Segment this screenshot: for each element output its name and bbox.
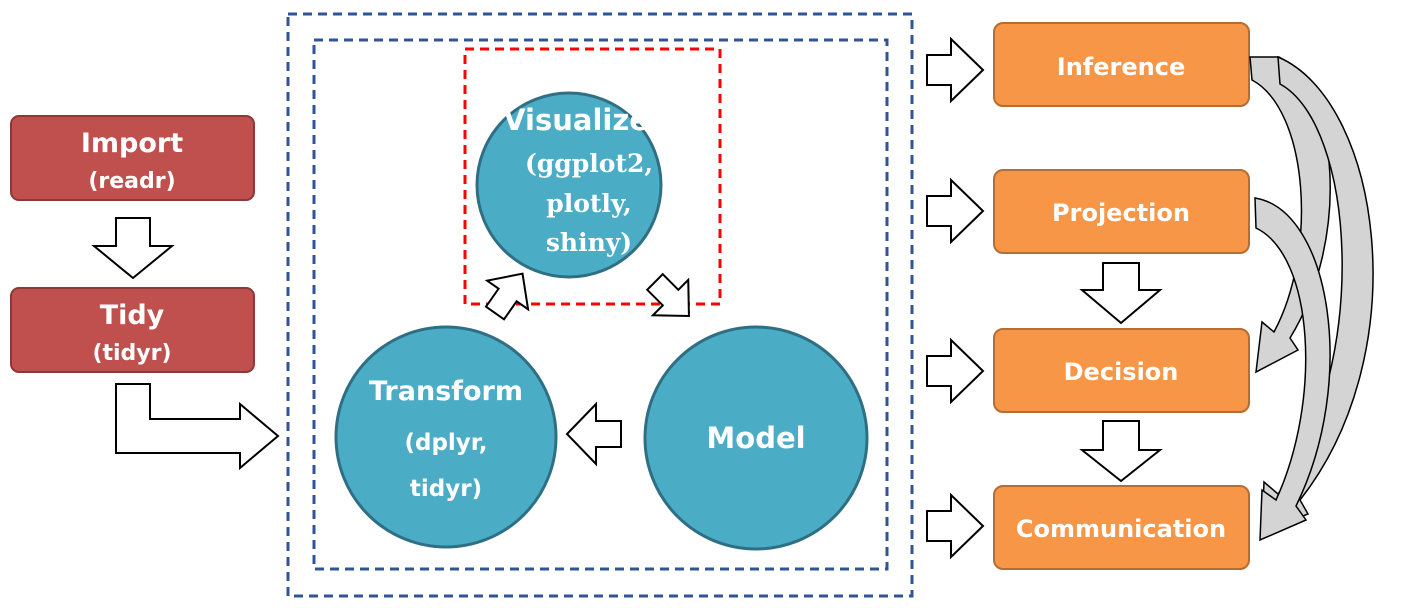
inference-label: Inference xyxy=(1057,53,1185,81)
projection-box: Projection xyxy=(993,169,1250,254)
decision-label: Decision xyxy=(1064,358,1179,386)
visualize-focus-frame xyxy=(463,47,722,306)
outer-dashed-frame xyxy=(286,12,914,598)
tidy-box: Tidy (tidyr) xyxy=(10,287,255,373)
visualize-tool-3: shiny) xyxy=(546,228,632,257)
projection-label: Projection xyxy=(1052,199,1190,227)
tidy-to-workflow-arrow xyxy=(115,383,280,471)
projection-to-decision-arrow xyxy=(1079,262,1163,325)
import-box: Import (readr) xyxy=(10,115,255,201)
to-inference-arrow xyxy=(926,36,985,104)
communication-box: Communication xyxy=(993,485,1250,570)
transform-tool-2: tidyr) xyxy=(410,476,482,502)
import-title: Import xyxy=(81,128,183,159)
inner-dashed-frame xyxy=(312,38,889,571)
to-decision-arrow xyxy=(926,337,985,405)
model-circle: Model xyxy=(643,325,869,551)
inference-box: Inference xyxy=(993,22,1250,107)
transform-tool-1: (dplyr, xyxy=(404,430,487,456)
model-title: Model xyxy=(706,421,805,455)
transform-to-visualize-arrow xyxy=(484,272,530,321)
projection-to-communication-curve xyxy=(1254,197,1331,542)
to-communication-arrow xyxy=(926,492,985,560)
visualize-tool-2: plotly, xyxy=(546,189,632,218)
transform-circle: Transform (dplyr, tidyr) xyxy=(334,325,558,549)
visualize-title: Visualize xyxy=(503,103,649,137)
visualize-circle: Visualize (ggplot2, plotly, shiny) xyxy=(475,91,663,279)
communication-label: Communication xyxy=(1016,515,1226,543)
decision-box: Decision xyxy=(993,328,1250,413)
decision-to-communication-arrow xyxy=(1079,420,1163,483)
visualize-to-model-arrow xyxy=(645,272,690,317)
transform-title: Transform xyxy=(369,376,523,407)
tidy-title: Tidy xyxy=(100,300,165,331)
import-subtitle: (readr) xyxy=(88,169,175,194)
tidy-subtitle: (tidyr) xyxy=(92,341,171,366)
model-to-transform-arrow xyxy=(565,401,622,467)
visualize-tool-1: (ggplot2, xyxy=(525,149,653,178)
import-to-tidy-arrow xyxy=(91,217,175,280)
to-projection-arrow xyxy=(926,177,985,245)
